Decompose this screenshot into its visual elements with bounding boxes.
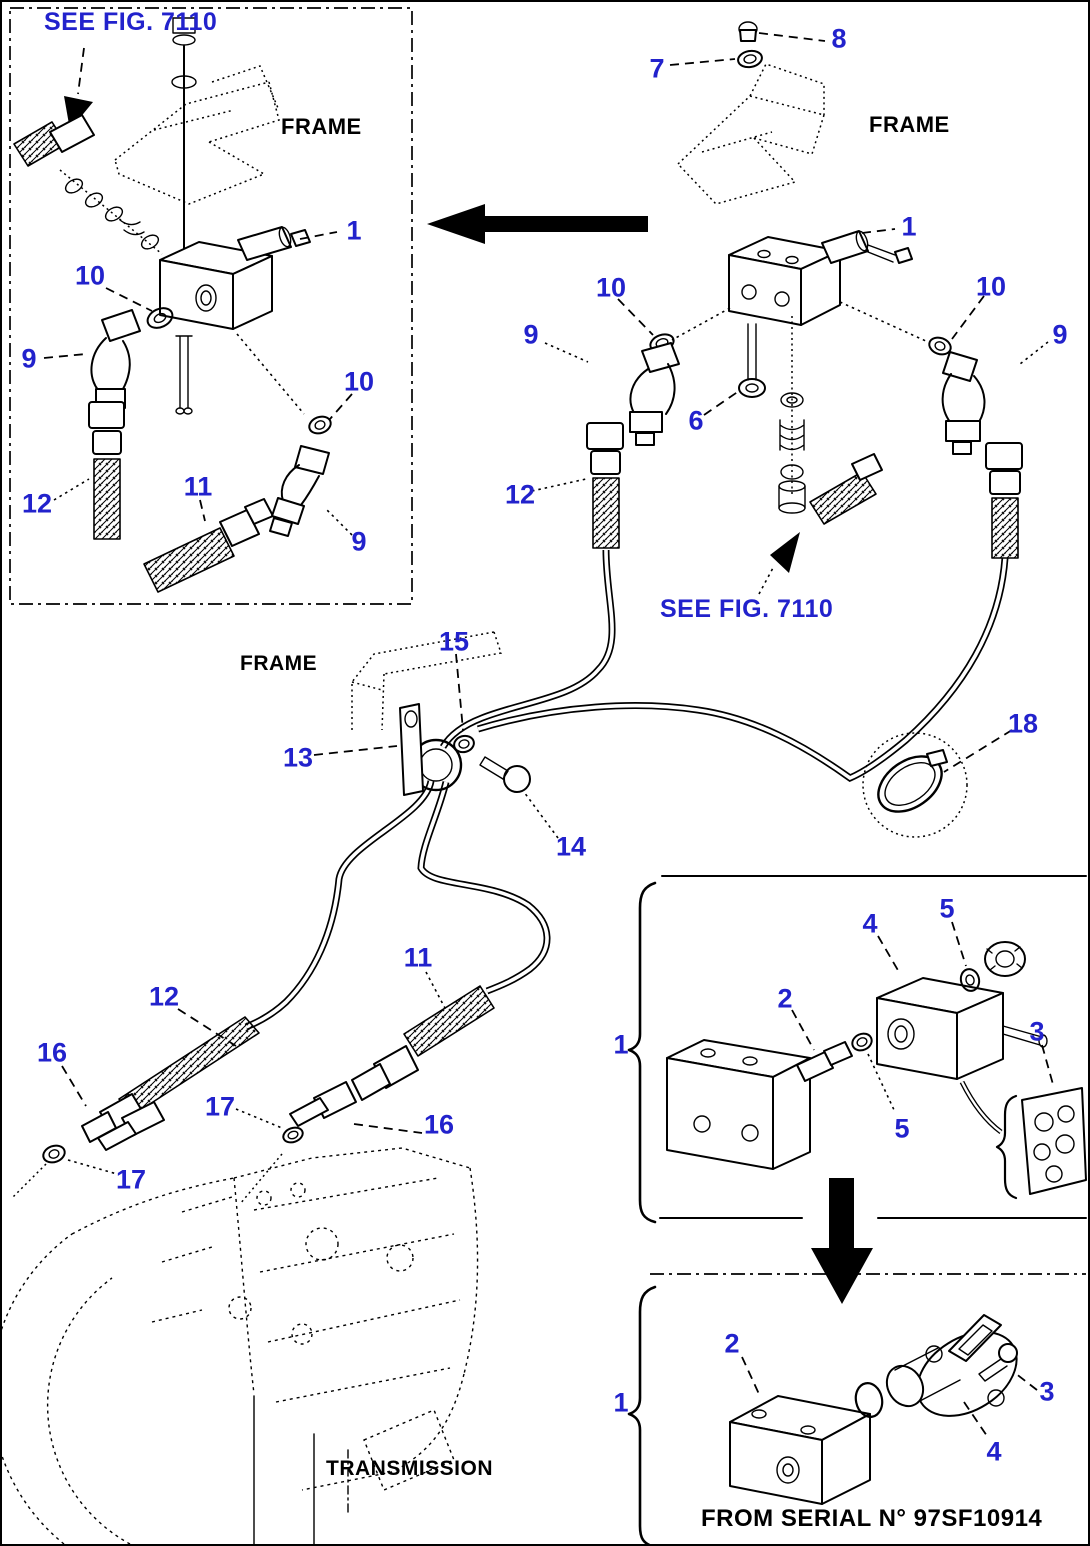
leaders-bottom-left: [11, 971, 447, 1205]
leaders-box2: [741, 1356, 1038, 1437]
washer-7: [737, 49, 763, 69]
valve-block-box2: [729, 1395, 871, 1505]
cable-and-connector-3-box1: [959, 1080, 1087, 1200]
washer-5-upper-box1: [959, 968, 981, 992]
flanged-valve-4-box2: [885, 1314, 1018, 1417]
elbow-9-left-box-right: [269, 445, 330, 537]
hose-runs: [244, 549, 1009, 1031]
elbow-9-top-right-left: [629, 342, 680, 446]
washer-5-lower-box1: [851, 1032, 873, 1052]
hose-12-top-right-left: [586, 422, 624, 549]
washer-17-right: [282, 1126, 304, 1144]
hose-12-top-right-right: [985, 442, 1023, 559]
detail-box-serial-2: [627, 1273, 1086, 1544]
washer-10-left-box-right: [308, 415, 332, 435]
big-down-arrow-icon: [811, 1178, 873, 1304]
frame-bracket-top-right: [677, 63, 825, 205]
washer-10-left-box-left: [146, 307, 174, 329]
frame-bracket-top-left: [114, 65, 280, 205]
detail-box-serial-1: [627, 875, 1087, 1224]
detail-box-top-left: [9, 7, 413, 605]
fitting-16-right: [289, 1081, 357, 1127]
leaders-middle: [313, 653, 1013, 839]
frame-bracket-middle: [351, 631, 502, 731]
washer-15: [453, 734, 475, 754]
nipple-2-box1: [796, 1041, 853, 1082]
clamp-13: [399, 703, 463, 796]
hose-11-bottom: [351, 985, 495, 1101]
elbow-9-top-right-right: [941, 351, 986, 455]
valve-block-top-left: [159, 226, 311, 330]
hose-12-bottom: [81, 1016, 260, 1143]
hose-11-left-box: [143, 498, 274, 593]
o-ring-box2: [854, 1382, 884, 1418]
leaders-box1: [791, 921, 1055, 1113]
leaders-top-right: [531, 32, 1049, 492]
valve-block-top-right: [728, 230, 913, 326]
transmission-drawing: [2, 1147, 479, 1544]
bolt-14: [479, 756, 531, 793]
bolt-6: [738, 323, 766, 398]
mounting-stud: [171, 17, 197, 415]
leaders-top-left-box: [43, 231, 353, 536]
strainer-chain-top-right: [778, 316, 883, 525]
big-left-arrow-icon: [427, 204, 648, 244]
knurled-nut-box1: [984, 941, 1026, 977]
washer-chain-top-left: [13, 114, 163, 255]
solenoid-4-box1: [876, 977, 1048, 1080]
washer-10-top-right-right: [928, 336, 952, 356]
bolt-3-box2: [978, 1343, 1018, 1382]
washer-17-left: [42, 1144, 66, 1164]
see-fig-arrow-middle-icon: [758, 532, 800, 595]
fitting-16-left: [97, 1101, 165, 1151]
hose-12-left-box: [88, 401, 125, 540]
hose-clamp-18: [862, 732, 968, 838]
valve-block-box1: [666, 1039, 811, 1170]
cap-nut-8: [738, 21, 758, 42]
